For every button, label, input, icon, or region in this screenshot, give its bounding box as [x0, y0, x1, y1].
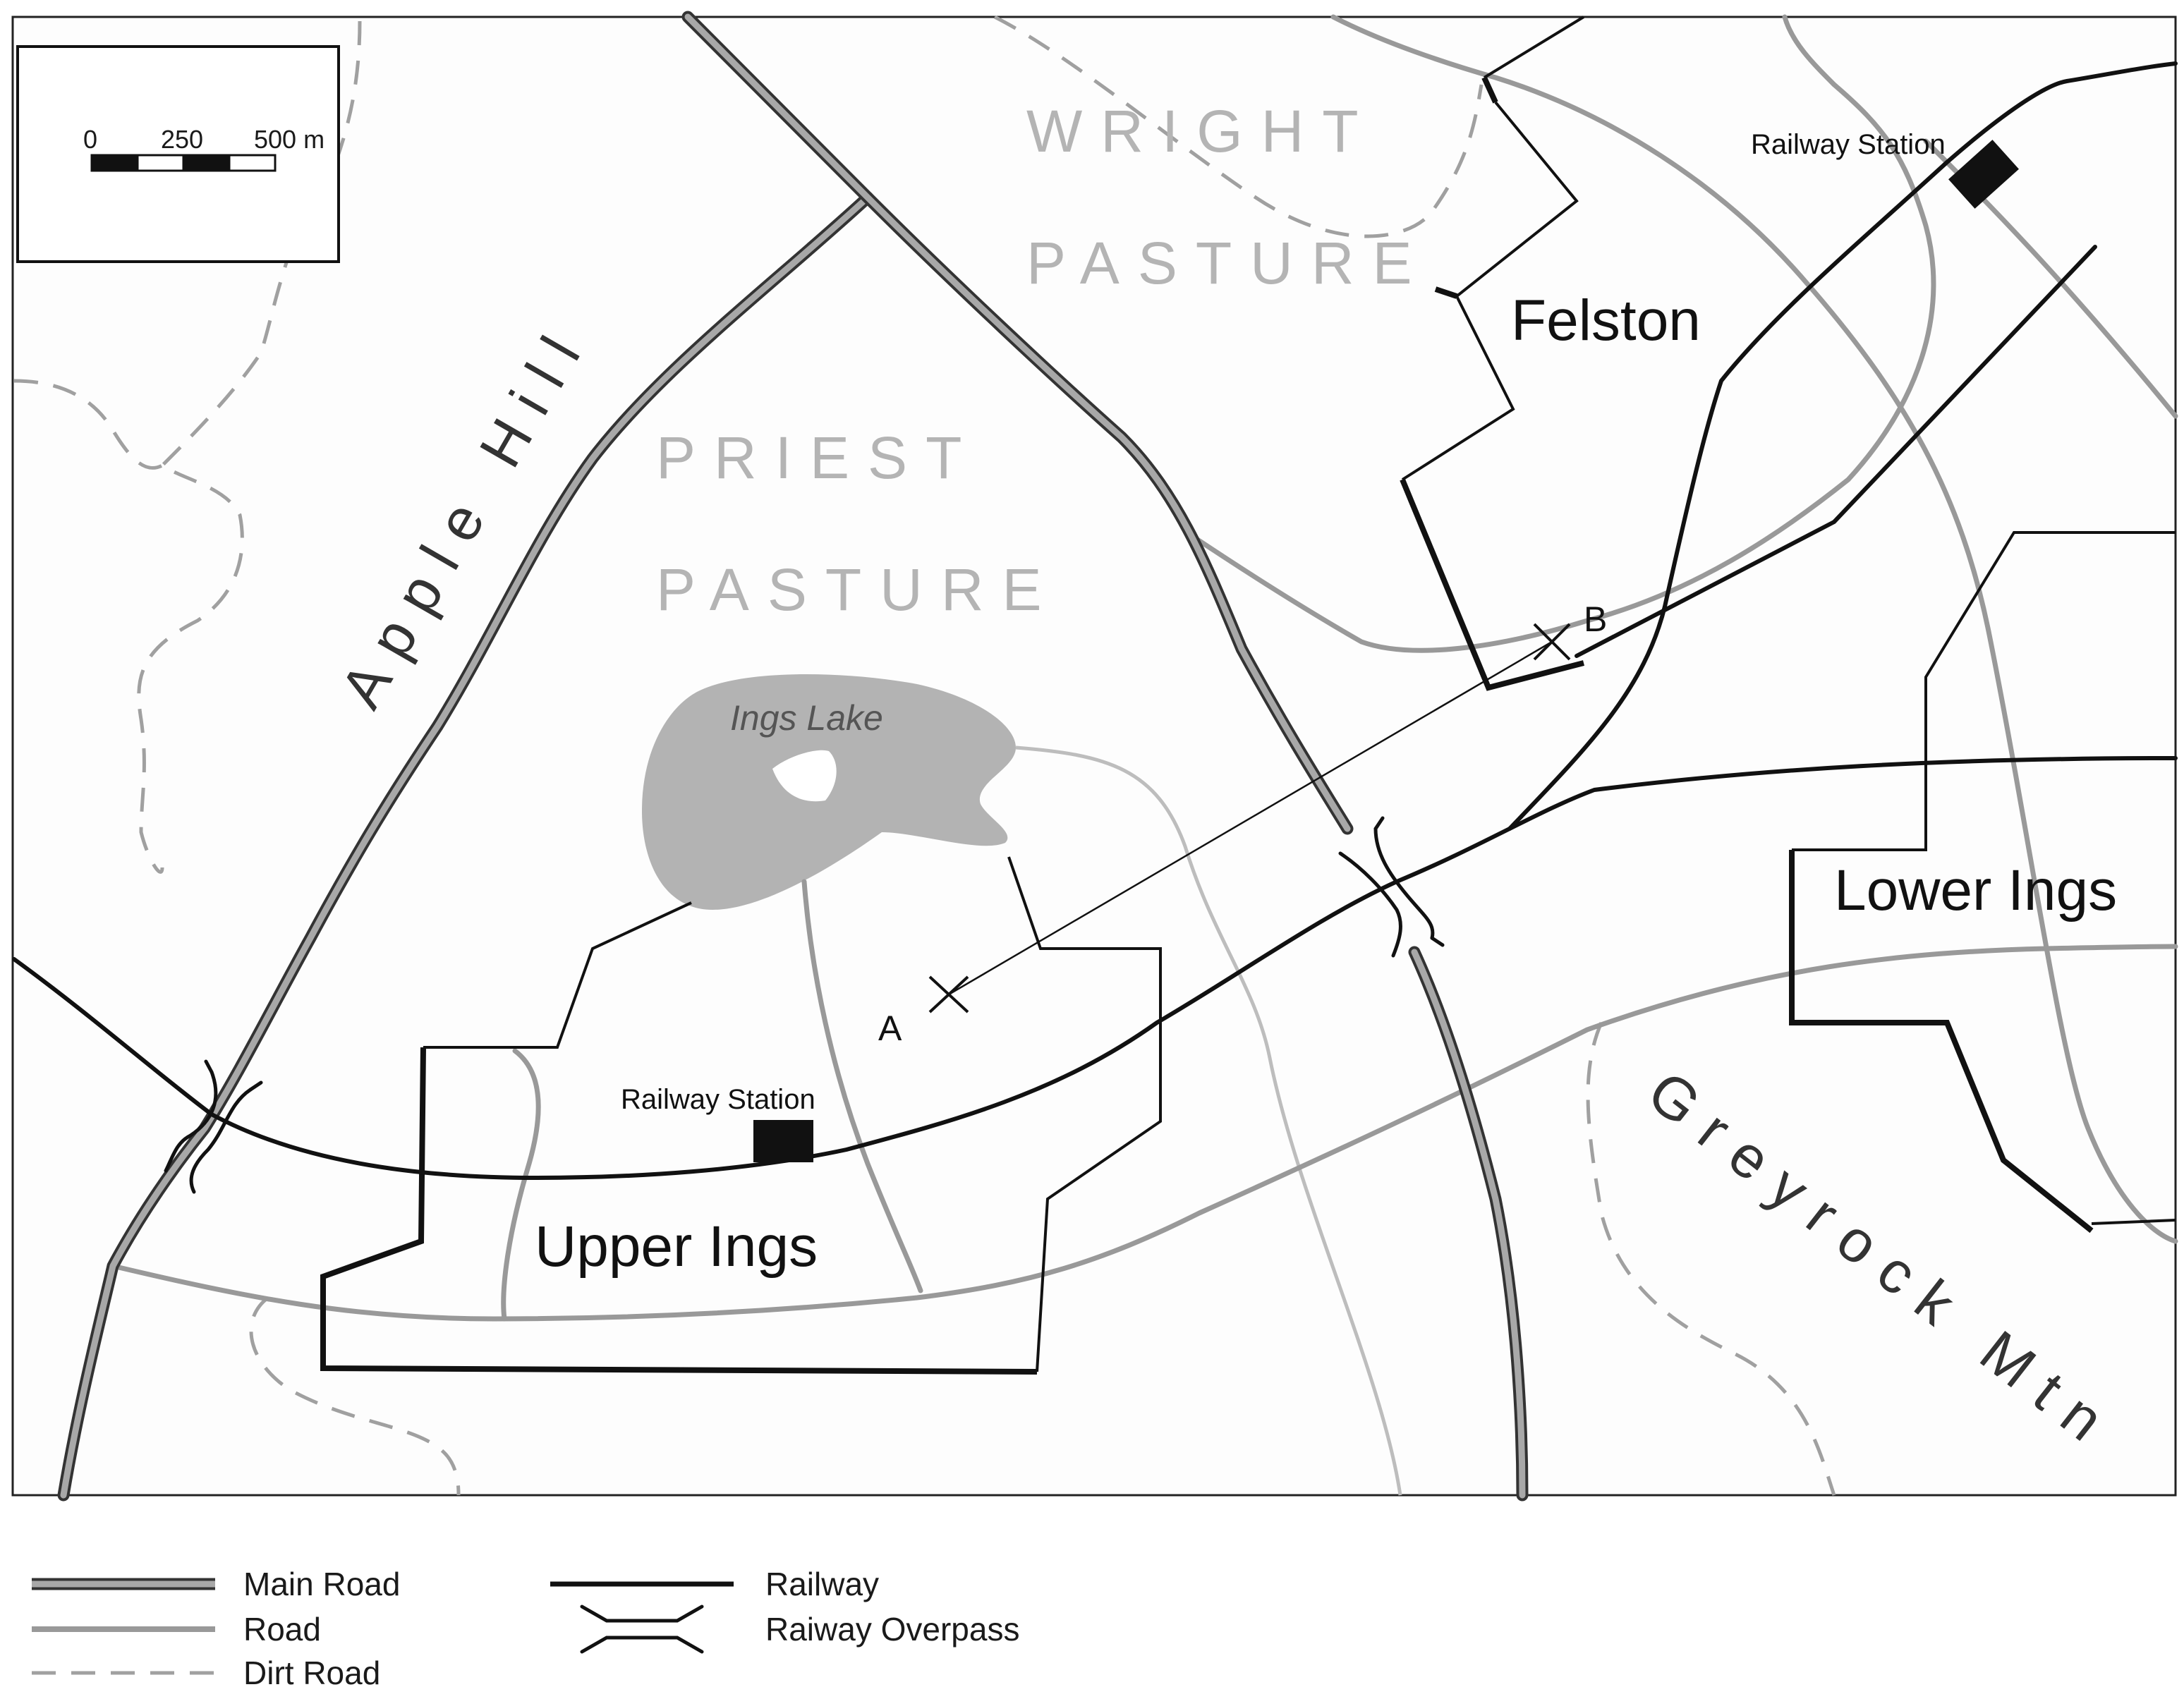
legend-main-road-label: Main Road: [243, 1566, 400, 1602]
overpass-west-end1: [204, 1059, 263, 1092]
legend: Main Road Road Dirt Road Railway Raiway …: [32, 1566, 1019, 1691]
overpass-central-side2: [1373, 827, 1435, 940]
main-road-south-inner: [1411, 949, 1526, 1499]
legend-dirt-road-label: Dirt Road: [243, 1655, 380, 1691]
railway-station-upper-ings: [753, 1120, 813, 1162]
overpass-west-side2: [189, 1088, 253, 1194]
scale-seg-2: [136, 154, 185, 172]
legend-railway-label: Railway: [765, 1566, 879, 1602]
scale-seg-3: [182, 154, 231, 172]
upper-ings-boundary: [423, 856, 1162, 1372]
label-priest: PRIEST: [656, 425, 980, 491]
legend-road-label: Road: [243, 1611, 321, 1648]
overpass-west: [164, 1059, 263, 1194]
road-felston-loop: [1189, 14, 1936, 653]
roads: [110, 14, 2178, 1322]
railways: [12, 61, 2178, 1181]
road-upper-ings-west: [501, 1048, 541, 1322]
scale-tick-0: 0: [83, 125, 97, 154]
legend-main-road: Main Road: [32, 1566, 400, 1602]
overpass-central-side1: [1338, 851, 1402, 958]
label-railway-station-upper-ings: Railway Station: [621, 1084, 815, 1115]
point-b-stroke2: [1533, 623, 1571, 661]
legend-overpass-swatch-bottom: [580, 1636, 704, 1654]
dirt-road-west-spur: [13, 379, 164, 470]
railway-b-east: [1575, 245, 2097, 658]
road-southern-east-west: [110, 944, 2178, 1322]
label-ings-lake: Ings Lake: [730, 698, 883, 738]
label-upper-ings: Upper Ings: [535, 1214, 818, 1279]
label-felston: Felston: [1511, 288, 1701, 353]
point-a-stroke2: [928, 975, 969, 1013]
legend-overpass: Raiway Overpass: [580, 1604, 1019, 1654]
scale-seg-1: [90, 154, 139, 172]
scale-tick-250: 250: [161, 125, 203, 154]
label-priest-pasture: PASTURE: [656, 556, 1060, 623]
overpass-west-side1: [164, 1070, 218, 1173]
railway-station-north-east: [1948, 140, 2019, 209]
legend-overpass-label: Raiway Overpass: [765, 1611, 1019, 1648]
scale-tick-500: 500 m: [254, 125, 324, 154]
label-lower-ings: Lower Ings: [1834, 858, 2117, 922]
legend-overpass-swatch-top: [580, 1604, 704, 1623]
label-point-a: A: [878, 1009, 902, 1048]
main-road-central-inner: [684, 13, 1351, 832]
main-roads: [57, 11, 1529, 1502]
stream: [1015, 745, 1402, 1496]
lower-ings-boundary: [1792, 531, 2176, 1225]
label-wright-pasture: PASTURE: [1026, 230, 1431, 296]
point-a-marker: [928, 975, 969, 1013]
legend-dirt-road: Dirt Road: [32, 1655, 380, 1691]
town-boundaries: [320, 16, 2176, 1375]
road-lake-south: [801, 879, 923, 1293]
upper-ings-boundary-thick: [320, 1047, 1038, 1375]
overpass-central-end: [1373, 816, 1445, 947]
point-b-marker: [1533, 623, 1571, 661]
dirt-road-southwest: [249, 1296, 461, 1496]
dirt-road-wright: [993, 15, 1484, 238]
legend-road: Road: [32, 1611, 321, 1648]
dirt-road-greyrock: [1586, 1022, 1836, 1496]
label-wright: WRIGHT: [1026, 98, 1377, 164]
legend-railway: Railway: [550, 1566, 879, 1602]
lake-island: [772, 750, 837, 802]
road-felston-north: [1330, 14, 2178, 1244]
railway-main: [12, 756, 2178, 1181]
road-north-east-diagonal: [1923, 138, 2178, 419]
main-road-west-inner: [60, 194, 871, 1499]
scale-bar: 0 250 500 m: [16, 45, 340, 263]
lower-ings-boundary-thick: [1789, 850, 2094, 1234]
label-point-b: B: [1584, 599, 1607, 639]
overpass-central: [1338, 816, 1445, 958]
ings-lake: [642, 674, 1016, 910]
felston-boundary-thick: [1400, 76, 1585, 691]
label-railway-station-north-east: Railway Station: [1751, 129, 1946, 160]
scale-seg-4: [228, 154, 277, 172]
railway-felston: [1507, 61, 2178, 831]
map-frame: [11, 16, 2177, 1497]
sight-line-a-b: [948, 640, 1553, 996]
